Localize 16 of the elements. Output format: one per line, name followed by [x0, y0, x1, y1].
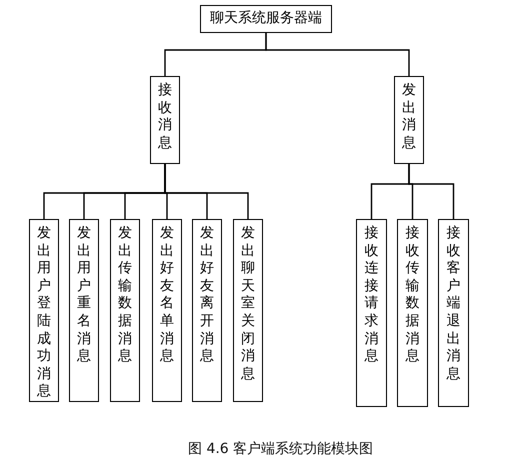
connector-line	[408, 164, 454, 219]
module-box: 发出好友离开消息	[192, 219, 222, 402]
module-box: 发出好友名单消息	[152, 219, 182, 402]
module-box: 发出聊天室关闭消息	[233, 219, 263, 402]
module-box: 接收传输数据消息	[397, 219, 428, 407]
module-box: 接收连接请求消息	[356, 219, 387, 407]
module-box: 接收客户端退出消息	[438, 219, 469, 407]
module-box: 接收消息	[150, 76, 180, 164]
system-box: 聊天系统服务器端	[200, 5, 332, 33]
module-box: 发出消息	[394, 76, 424, 164]
figure-caption: 图 4.6 客户端系统功能模块图	[188, 440, 374, 458]
module-box: 发出用户重名消息	[69, 219, 99, 402]
module-box: 发出用户登陆成功消息	[29, 219, 59, 402]
connector-line	[265, 33, 410, 76]
module-box: 发出传输数据消息	[110, 219, 140, 402]
connector-line	[164, 164, 249, 219]
